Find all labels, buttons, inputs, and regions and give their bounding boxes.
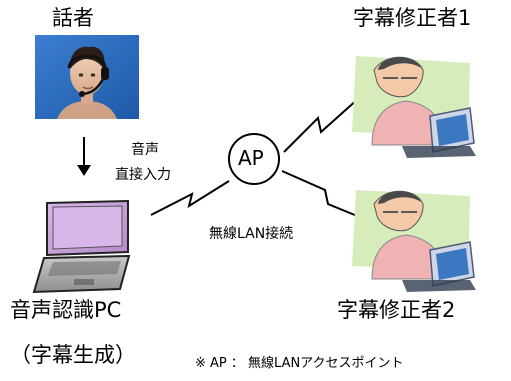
corrector-1-title: 字幕修正者1 bbox=[353, 6, 472, 30]
input-label-line2: 直接入力 bbox=[115, 167, 171, 183]
laptop-icon bbox=[32, 199, 131, 294]
input-label-line1: 音声 bbox=[131, 142, 159, 158]
person-at-computer-icon bbox=[352, 56, 476, 158]
person-with-headset-photo-icon bbox=[35, 35, 139, 119]
speaker-photo bbox=[35, 35, 139, 119]
access-point bbox=[228, 133, 280, 185]
ap-label: AP bbox=[238, 146, 264, 170]
note-text: ※ AP ： 無線LANアクセスポイント bbox=[195, 356, 404, 371]
lightning-link-icon bbox=[150, 97, 368, 221]
pc-title: 音声認識PC bbox=[10, 298, 122, 322]
pc-subtitle: （字幕生成） bbox=[10, 343, 136, 367]
speaker-title: 話者 bbox=[52, 6, 94, 30]
wireless-label: 無線LAN接続 bbox=[209, 226, 294, 242]
arrow-down-icon bbox=[77, 137, 91, 176]
person-at-computer-icon bbox=[352, 190, 476, 292]
corrector-2-title: 字幕修正者2 bbox=[337, 298, 456, 322]
